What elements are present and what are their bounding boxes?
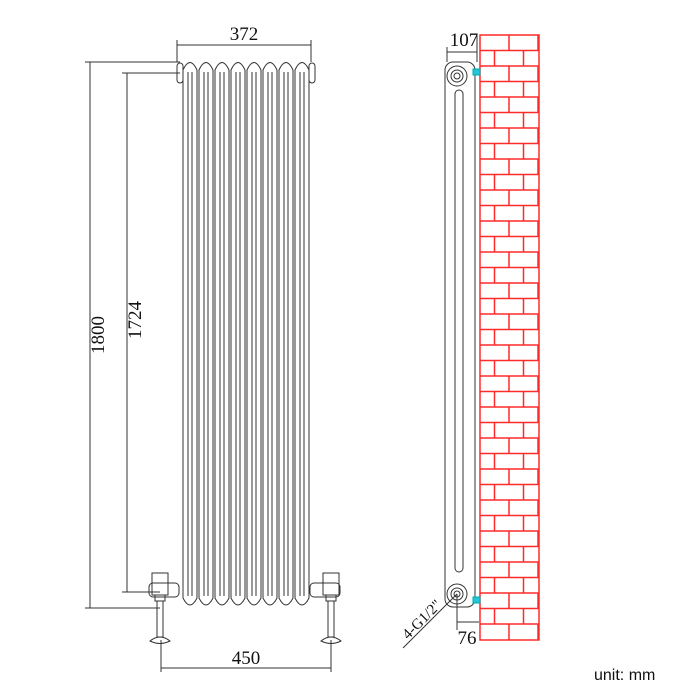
side-view bbox=[402, 35, 481, 649]
brick-wall bbox=[479, 34, 540, 641]
valve-spacing-dimension: 450 bbox=[232, 648, 261, 669]
front-dimensions bbox=[85, 40, 332, 672]
width-dimension: 372 bbox=[230, 24, 259, 45]
valve-nut bbox=[148, 582, 180, 598]
valve-nut-left bbox=[154, 594, 166, 602]
radiator-column bbox=[230, 62, 246, 606]
front-view bbox=[148, 62, 342, 644]
height-dimension: 1800 bbox=[88, 316, 109, 354]
unit-label: unit: mm bbox=[594, 667, 656, 684]
radiator-column bbox=[262, 62, 278, 606]
end-cap bbox=[308, 62, 316, 84]
valve-body-right bbox=[322, 572, 340, 596]
radiator-column bbox=[182, 62, 198, 606]
radiator-column bbox=[278, 62, 294, 606]
radiator-column bbox=[246, 62, 262, 606]
depth-dimension: 107 bbox=[450, 30, 479, 51]
radiator-column bbox=[198, 62, 214, 606]
radiator-column bbox=[214, 62, 230, 606]
connection-label: 4-G1/2" bbox=[400, 597, 446, 643]
valve-pipe-right bbox=[327, 600, 335, 638]
wall-gap-dimension: 76 bbox=[458, 628, 477, 649]
valve-pipe-left bbox=[156, 600, 164, 638]
valve-nut bbox=[309, 582, 341, 598]
valve-nut-right bbox=[325, 594, 337, 602]
floor-flange-left bbox=[149, 636, 171, 644]
inner-height-dimension: 1724 bbox=[125, 301, 146, 340]
floor-flange-right bbox=[320, 636, 342, 644]
wall-outline bbox=[479, 34, 540, 641]
radiator-column bbox=[294, 62, 310, 606]
